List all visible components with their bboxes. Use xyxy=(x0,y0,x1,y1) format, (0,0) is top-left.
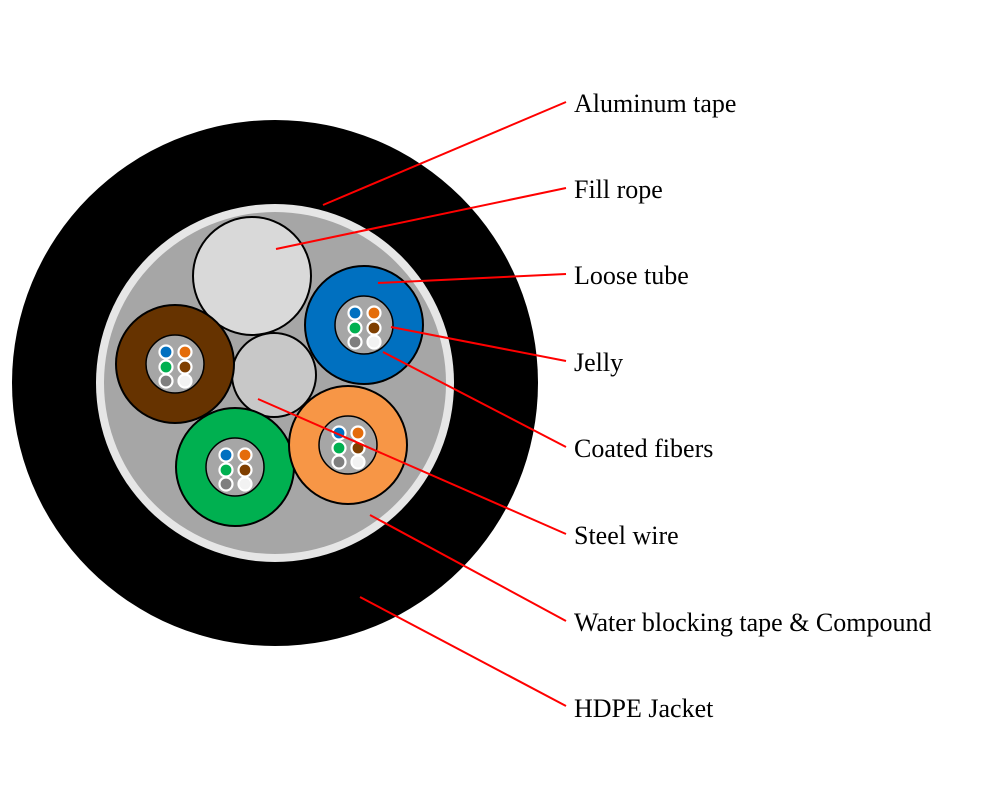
steel-wire-shape xyxy=(231,332,317,418)
coated-fiber-green-5 xyxy=(218,476,234,492)
jelly-orange xyxy=(318,415,378,475)
fill-rope-shape xyxy=(192,216,312,336)
coated-fiber-brown-3 xyxy=(158,359,174,375)
coated-fiber-orange-3 xyxy=(331,440,347,456)
coated-fiber-brown-5 xyxy=(158,373,174,389)
coated-fiber-brown-4 xyxy=(177,359,193,375)
coated-fiber-blue-3 xyxy=(347,320,363,336)
leader-line-aluminum-tape xyxy=(322,101,567,206)
label-fill-rope: Fill rope xyxy=(574,175,663,204)
coated-fiber-green-1 xyxy=(218,447,234,463)
leader-line-coated-fibers xyxy=(382,351,567,448)
loose-tubes-group xyxy=(115,265,424,527)
coated-fiber-blue-5 xyxy=(347,334,363,350)
label-aluminum-tape: Aluminum tape xyxy=(574,89,737,118)
coated-fiber-green-4 xyxy=(237,462,253,478)
label-hdpe-jacket: HDPE Jacket xyxy=(574,694,714,723)
loose-tube-green xyxy=(175,407,295,527)
label-loose-tube: Loose tube xyxy=(574,261,689,290)
label-jelly: Jelly xyxy=(574,348,624,377)
loose-tube-orange xyxy=(288,385,408,505)
jelly-green xyxy=(205,437,265,497)
coated-fiber-orange-2 xyxy=(350,425,366,441)
coated-fiber-green-3 xyxy=(218,462,234,478)
coated-fiber-brown-2 xyxy=(177,344,193,360)
label-water-blocking-tape-compound: Water blocking tape & Compound xyxy=(574,608,932,637)
coated-fiber-blue-1 xyxy=(347,305,363,321)
leader-line-fill-rope xyxy=(275,187,567,250)
coated-fiber-brown-6 xyxy=(177,373,193,389)
coated-fiber-blue-4 xyxy=(366,320,382,336)
leader-lines-group xyxy=(257,101,567,707)
coated-fiber-green-2 xyxy=(237,447,253,463)
coated-fiber-green-6 xyxy=(237,476,253,492)
leader-line-hdpe-jacket xyxy=(359,596,567,707)
leader-line-water-blocking xyxy=(369,514,567,622)
coated-fiber-orange-6 xyxy=(350,454,366,470)
coated-fiber-blue-2 xyxy=(366,305,382,321)
label-coated-fibers: Coated fibers xyxy=(574,434,714,463)
label-steel-wire: Steel wire xyxy=(574,521,679,550)
coated-fiber-brown-1 xyxy=(158,344,174,360)
loose-tube-blue xyxy=(304,265,424,385)
jelly-blue xyxy=(334,295,394,355)
jelly-brown xyxy=(145,334,205,394)
leader-line-steel-wire xyxy=(257,398,567,535)
leader-line-jelly xyxy=(390,326,567,362)
loose-tube-brown xyxy=(115,304,235,424)
leader-line-loose-tube xyxy=(377,273,567,284)
coated-fiber-blue-6 xyxy=(366,334,382,350)
coated-fiber-orange-5 xyxy=(331,454,347,470)
